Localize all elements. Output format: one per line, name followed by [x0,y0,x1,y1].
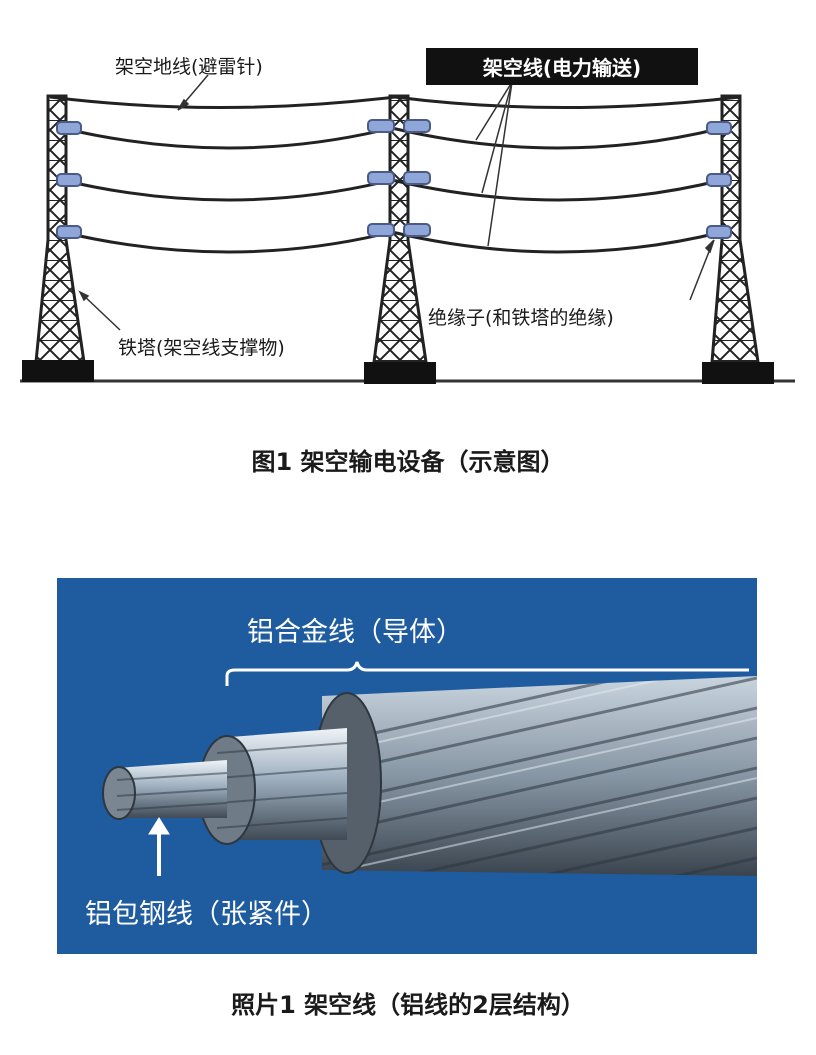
core-label: 铝包钢线（张紧件） [85,899,328,930]
insulators [56,119,732,239]
photo1-caption: 照片1 架空线（铝线的2层结构） [231,991,585,1019]
tower-middle [364,94,436,384]
figure1-diagram [20,74,795,384]
cable-illustration [102,661,757,876]
tower-label: 铁塔(架空线支撑物) [118,337,285,359]
overhead-line-label: 架空线(电力输送) [426,48,698,85]
core-arrow [148,817,170,876]
tower-left [22,94,94,382]
conductor-label: 铝合金线（导体） [247,617,463,648]
tower-right [702,94,774,384]
insulator-label: 绝缘子(和铁塔的绝缘) [428,307,614,329]
outer-aluminum-layer [322,676,757,876]
leader-lines [78,74,715,331]
ground-wire-label: 架空地线(避雷针) [115,56,263,78]
conductor-bracket [225,661,749,686]
ground-wire [49,95,741,109]
photo1-panel: 铝合金线（导体） 铝包钢线（张紧件） [57,578,757,954]
figure1-caption: 图1 架空输电设备（示意图） [251,448,565,476]
